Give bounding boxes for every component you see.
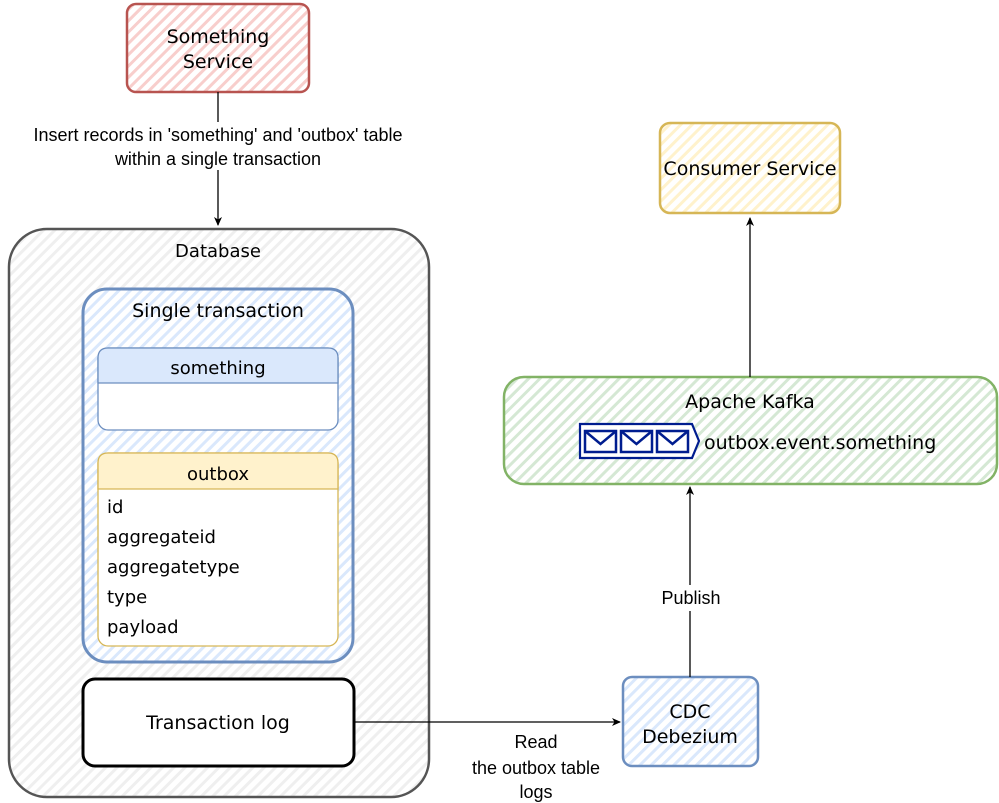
outbox-field-id: id [107,497,123,518]
read-label-line2: the outbox table [472,758,600,778]
cdc-label-line2: Debezium [642,726,738,748]
transaction-log-node[interactable]: Transaction log [81,677,356,768]
insert-label-line2: within a single transaction [114,149,321,169]
outbox-field-aggregateid: aggregateid [107,527,216,548]
kafka-label: Apache Kafka [685,391,815,413]
something-table[interactable]: something [97,347,339,431]
apache-kafka-node[interactable]: Apache Kafka [502,375,999,486]
cdc-debezium-node[interactable]: CDC Debezium [621,675,760,768]
transaction-log-label: Transaction log [145,712,290,734]
something-table-title: something [170,358,265,379]
kafka-topic-label: outbox.event.something [704,432,936,454]
read-label-line1: Read [514,732,557,752]
consumer-service-node[interactable]: Consumer Service [658,121,842,215]
insert-label-line1: Insert records in 'something' and 'outbo… [34,125,403,145]
outbox-field-type: type [107,587,147,608]
publish-label-bg [652,585,730,611]
envelope-icon [619,429,654,454]
database-label: Database [175,241,261,262]
envelope-icon [655,429,690,454]
insert-label-bg [3,122,433,170]
cdc-label-line1: CDC [669,701,710,723]
outbox-table-title: outbox [187,464,249,485]
outbox-field-payload: payload [107,617,179,638]
something-service-node[interactable]: Something Service [125,2,311,94]
single-transaction-label: Single transaction [132,300,304,322]
message-queue-icon [578,422,701,460]
envelope-icon [583,429,618,454]
something-service-label-line1: Something [167,26,270,48]
consumer-service-label: Consumer Service [663,158,836,180]
read-label-line3: logs [519,782,552,802]
outbox-table[interactable]: outbox id aggregateid aggregatetype type… [97,452,339,647]
outbox-field-aggregatetype: aggregatetype [107,557,240,578]
something-service-label-line2: Service [183,51,253,73]
publish-label: Publish [661,588,720,608]
